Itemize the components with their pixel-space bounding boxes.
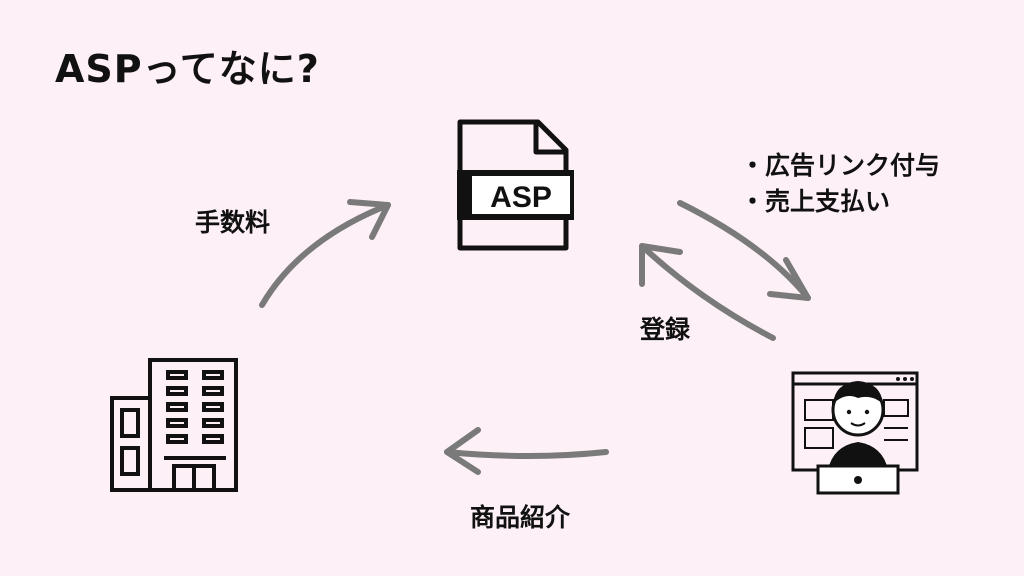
- office-building-icon: [110, 358, 238, 492]
- asp-document-icon: ASP: [457, 119, 574, 251]
- page-title: ASPってなに?: [55, 47, 320, 91]
- asp-service-ad-link: ・広告リンク付与: [740, 151, 941, 180]
- arrow-asp-to-affiliate: [677, 200, 811, 301]
- arrow-affiliate-to-advertiser: [444, 427, 609, 475]
- asp-label: ASP: [490, 181, 552, 214]
- asp-service-payment: ・売上支払い: [740, 187, 891, 216]
- register-label: 登録: [640, 315, 691, 344]
- fee-label: 手数料: [195, 208, 271, 237]
- arrows: [259, 199, 811, 475]
- product-intro-label: 商品紹介: [470, 503, 571, 532]
- asp-services-list: ・広告リンク付与 ・売上支払い: [740, 148, 940, 220]
- affiliate-person-laptop-icon: [791, 371, 919, 495]
- arrow-affiliate-to-asp: [639, 243, 776, 341]
- arrow-fee-to-asp: [259, 199, 391, 308]
